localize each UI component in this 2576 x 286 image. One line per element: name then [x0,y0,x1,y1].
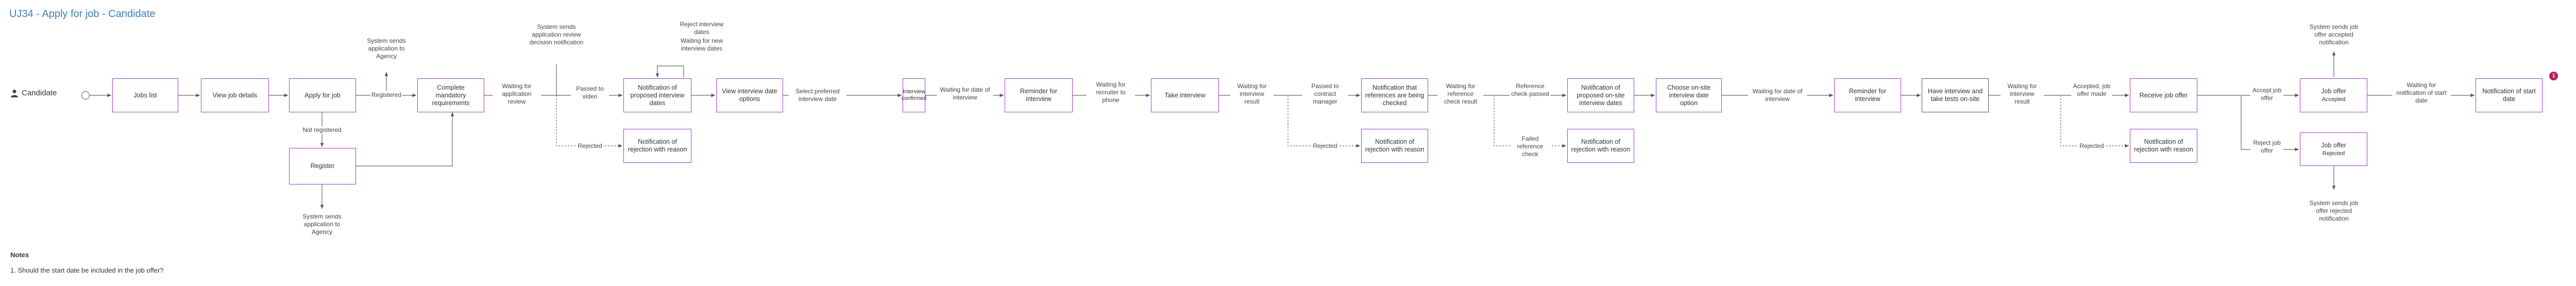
label-waiting-app-review: Waiting for application review [493,82,541,106]
label-system-sends-agency-bottom: System sends application to Agency [296,213,348,236]
label-system-sends-review-decision: System sends application review decision… [527,23,586,46]
take-interview-box[interactable]: Take interview [1151,78,1219,112]
label-waiting-interview-result-1: Waiting for interview result [1230,82,1274,106]
interview-confirmed-box[interactable]: Interview confirmed [901,78,927,112]
label-failed-reference-check: Failed reference check [1510,135,1551,158]
label-system-sends-agency-top: System sends application to Agency [361,37,412,60]
job-offer-accepted-label: Job offer [2321,88,2346,95]
receive-job-offer-label: Receive job offer [2139,91,2188,99]
take-interview-label: Take interview [1164,91,1206,99]
apply-for-job-label: Apply for job [304,91,341,99]
note-item: 1. Should the start date be included in … [10,266,164,274]
view-interview-date-options-box[interactable]: View interview date options [716,78,783,112]
label-waiting-start-date-notif: Waiting for notification of start date [2392,81,2451,105]
job-offer-rejected-box[interactable]: Job offer Rejected [2300,132,2367,166]
notif-rejection-2-box[interactable]: Notification of rejection with reason [1361,129,1428,163]
notif-onsite-dates-label: Notification of proposed on-site intervi… [1577,83,1625,107]
label-system-sends-offer-rejected: System sends job offer rejected notifica… [2304,199,2363,223]
label-not-registered: Not registered [301,126,343,134]
label-waiting-date-interview-1: Waiting for date of interview [937,86,993,102]
register-box[interactable]: Register [289,148,356,184]
notif-start-date-box[interactable]: Notification of start date [2476,78,2543,112]
reminder-interview-1-box[interactable]: Reminder for interview [1005,78,1073,112]
receive-job-offer-box[interactable]: Receive job offer [2130,78,2197,112]
label-accepted-offer-made: Accepted, job offer made [2071,82,2112,98]
label-waiting-reference-check: Waiting for reference check result [1437,82,1484,106]
job-offer-rejected-label: Job offer [2321,141,2346,149]
label-select-preferred-date: Select preferred interview date [789,88,846,103]
label-waiting-interview-result-2: Waiting for interview result [2001,82,2044,106]
label-accept-job-offer: Accept job offer [2250,87,2283,102]
label-waiting-new-interview-dates: Waiting for new interview dates [675,37,728,53]
person-icon [11,89,18,97]
register-label: Register [310,162,335,170]
notif-start-date-label: Notification of start date [2482,88,2536,103]
label-registered: Registered [370,91,403,99]
apply-for-job-box[interactable]: Apply for job [289,78,356,112]
reminder-interview-1-label: Reminder for interview [1020,88,1058,103]
choose-onsite-date-box[interactable]: Choose on-site interview date option [1656,78,1722,112]
label-rejected-3: Rejected [2078,142,2105,150]
label-reference-check-passed: Reference check passed [1510,82,1551,98]
label-reject-interview-dates: Reject interview dates [675,21,728,36]
notif-proposed-interview-box[interactable]: Notification of proposed interview dates [623,78,691,112]
notif-rejection-3-label: Notification of rejection with reason [1571,138,1631,153]
page-title: UJ34 - Apply for job - Candidate [9,8,156,20]
job-offer-accepted-status: Accepted [2321,96,2346,103]
label-waiting-recruiter-phone: Waiting for recruiter to phone [1087,81,1135,104]
interview-confirmed-label: Interview confirmed [901,89,927,102]
actor-label: Candidate [22,89,57,97]
reminder-interview-2-label: Reminder for interview [1849,88,1887,103]
view-job-details-label: View job details [212,91,258,99]
label-reject-job-offer: Reject job offer [2250,139,2283,155]
label-waiting-date-interview-2: Waiting for date of interview [1748,88,1807,103]
jobs-list-label: Jobs list [133,91,157,99]
label-rejected-1: Rejected [577,142,603,150]
complete-requirements-box[interactable]: Complete mandatory requirements [417,78,484,112]
notif-rejection-4-label: Notification of rejection with reason [2134,138,2193,153]
actor-candidate: Candidate [10,89,57,97]
job-offer-accepted-box[interactable]: Job offer Accepted [2300,78,2367,112]
label-system-sends-offer-accepted: System sends job offer accepted notifica… [2304,23,2363,46]
notif-references-label: Notification that references are being c… [1365,83,1425,107]
view-interview-date-options-label: View interview date options [722,88,777,103]
notif-proposed-interview-label: Notification of proposed interview dates [630,83,685,107]
label-passed-to-video: Passed to video [571,85,609,100]
notif-rejection-2-label: Notification of rejection with reason [1365,138,1425,153]
start-node [81,91,90,99]
notif-onsite-dates-box[interactable]: Notification of proposed on-site intervi… [1567,78,1634,112]
notif-rejection-1-label: Notification of rejection with reason [628,138,687,153]
comment-badge[interactable]: 1 [2549,72,2558,80]
reminder-interview-2-box[interactable]: Reminder for interview [1834,78,1901,112]
view-job-details-box[interactable]: View job details [201,78,269,112]
notif-references-box[interactable]: Notification that references are being c… [1361,78,1428,112]
complete-requirements-label: Complete mandatory requirements [432,83,470,107]
notes-title: Notes [10,251,29,259]
label-rejected-2: Rejected [1312,142,1338,150]
notif-rejection-1-box[interactable]: Notification of rejection with reason [623,129,691,163]
notif-rejection-4-box[interactable]: Notification of rejection with reason [2130,129,2197,163]
label-passed-to-contract-manager: Passed to contract manager [1302,82,1348,106]
have-interview-onsite-label: Have interview and take tests on-site [1927,88,1983,103]
notif-rejection-3-box[interactable]: Notification of rejection with reason [1567,129,1634,163]
have-interview-onsite-box[interactable]: Have interview and take tests on-site [1922,78,1989,112]
choose-onsite-date-label: Choose on-site interview date option [1667,83,1711,107]
jobs-list-box[interactable]: Jobs list [112,78,178,112]
job-offer-rejected-status: Rejected [2322,150,2345,157]
